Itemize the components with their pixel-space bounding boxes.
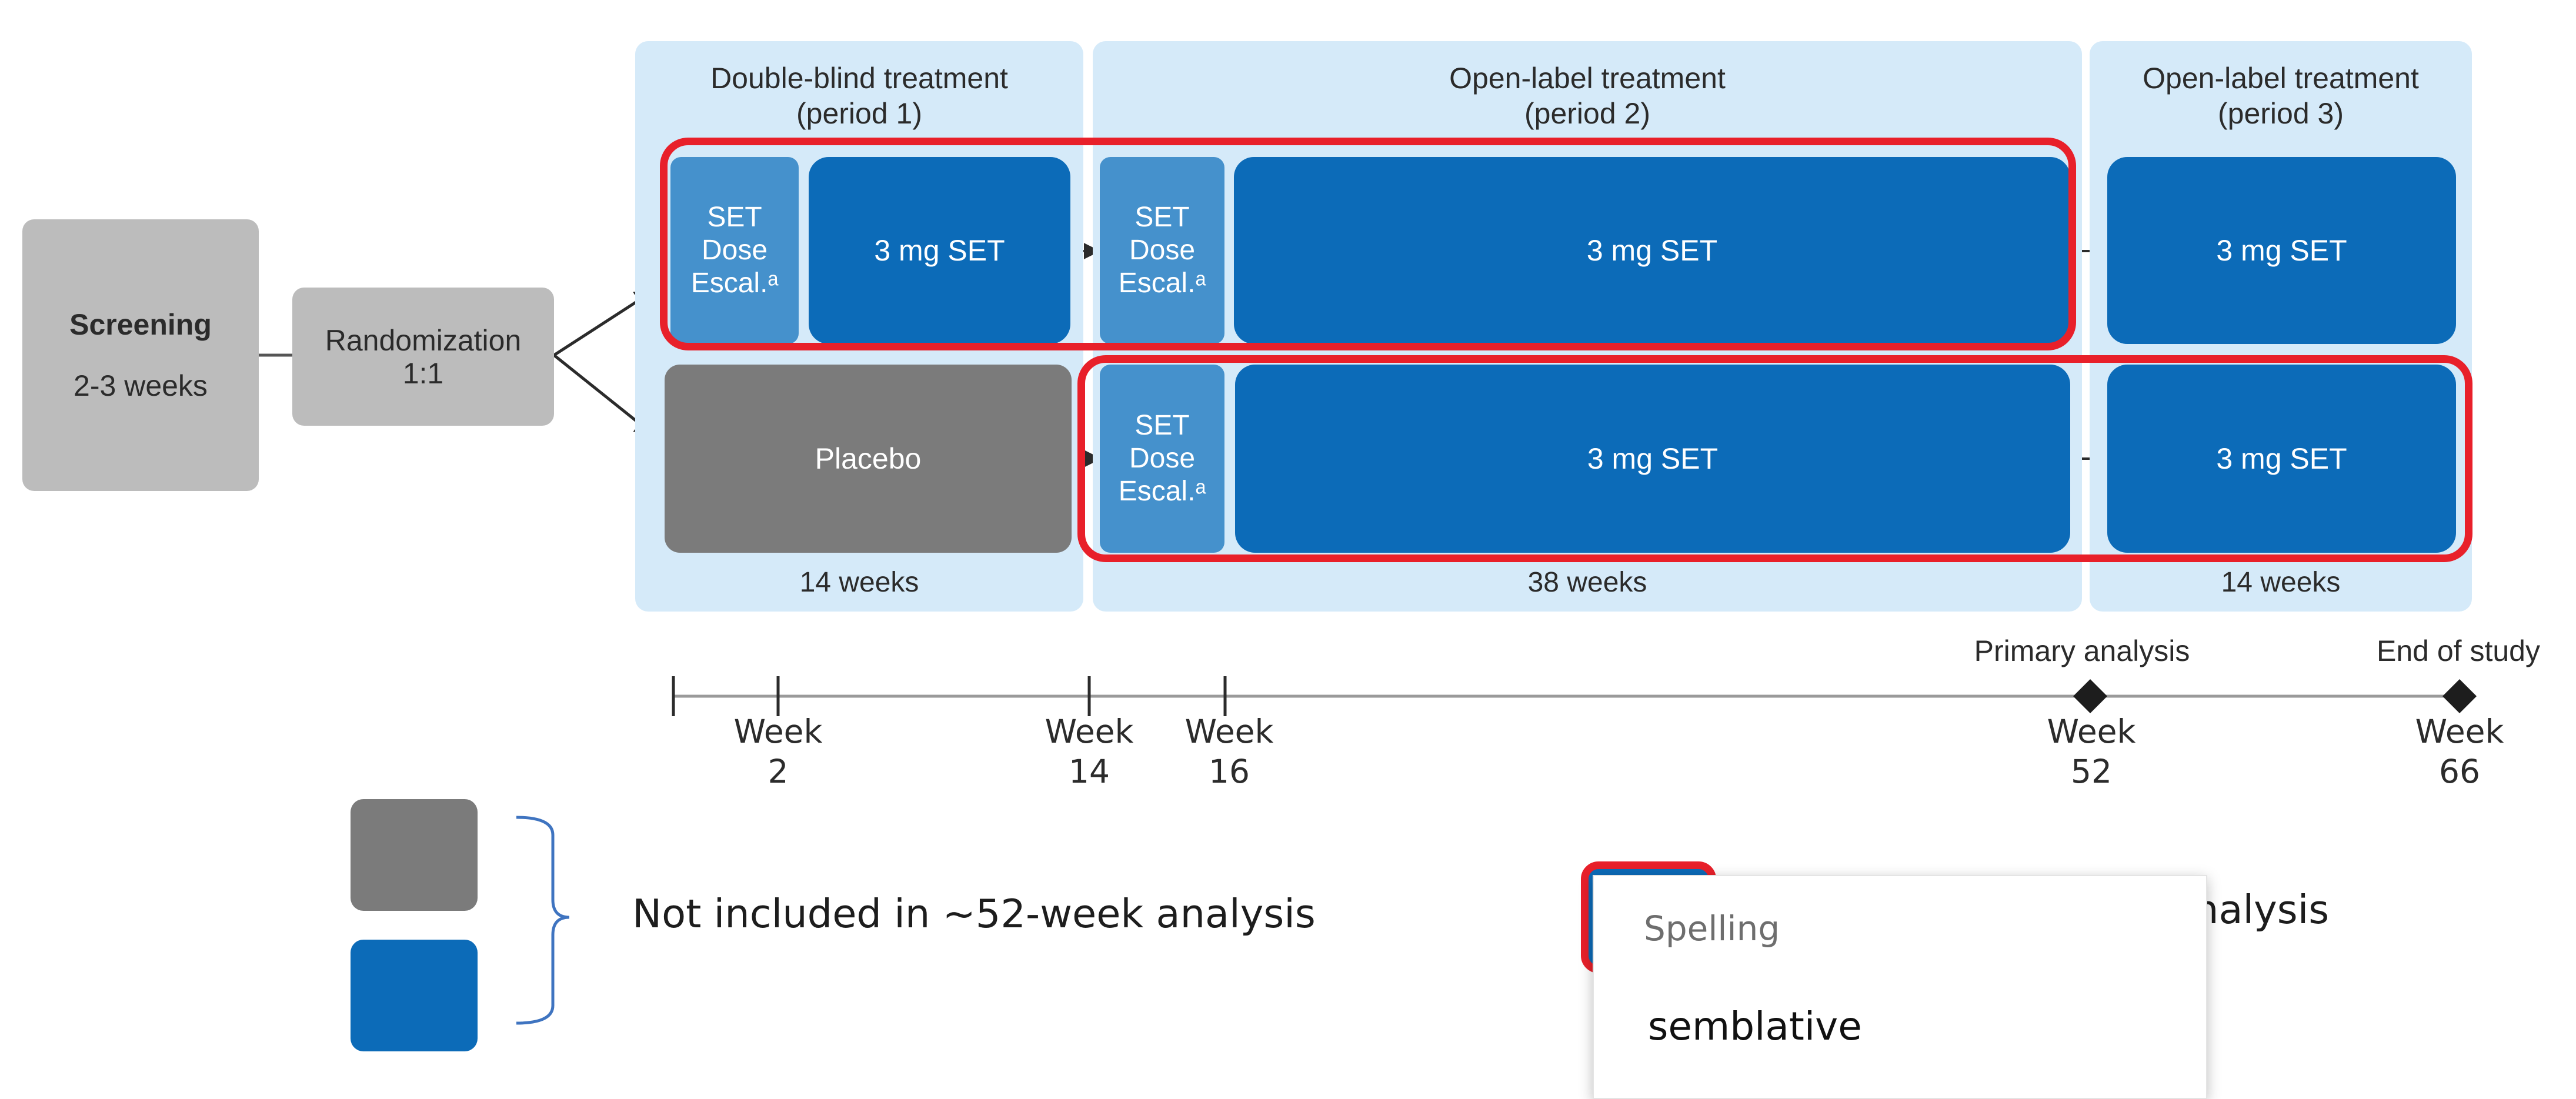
tick-week-number: 2 xyxy=(768,753,789,790)
period2-title: Open-label treatment (period 2) xyxy=(1093,58,2082,134)
period1-title: Double-blind treatment (period 1) xyxy=(635,58,1083,134)
legend-not-included-text: Not included in ~52-week analysis xyxy=(632,891,1316,937)
legend-included-text-fragment: nalysis xyxy=(2194,887,2330,933)
arm1-dose-escalation-period2: SET Dose Escal.ᵃ xyxy=(1100,157,1224,344)
period1-title-line1: Double-blind treatment xyxy=(710,62,1008,95)
tick-week-number: 66 xyxy=(2439,753,2480,790)
arm2-period3-set: 3 mg SET xyxy=(2107,365,2456,553)
legend-blue-swatch xyxy=(351,940,478,1051)
arm2-analysis-highlight xyxy=(1077,355,2472,562)
tick-week14: Week 14 xyxy=(1007,711,1172,791)
period3-duration: 14 weeks xyxy=(2221,566,2341,598)
period3-title-line2: (period 3) xyxy=(2218,97,2344,130)
tick-week-number: 16 xyxy=(1209,753,1250,790)
spelling-popup-header: Spelling xyxy=(1644,908,1780,948)
randomization-label: Randomization xyxy=(325,323,522,357)
escal-line: SET xyxy=(1134,202,1190,233)
end-of-study-diamond xyxy=(2442,679,2477,713)
period2-duration: 38 weeks xyxy=(1527,566,1647,598)
arm1-period1-label: 3 mg SET xyxy=(874,234,1005,267)
arm2-period2-label: 3 mg SET xyxy=(1587,442,1719,475)
arm2-placebo: Placebo xyxy=(665,365,1072,553)
tick-week52: Week 52 xyxy=(2009,711,2174,791)
spelling-popup: Spelling semblative xyxy=(1593,875,2207,1099)
arm1-period2-set: 3 mg SET xyxy=(1234,157,2070,344)
period1-title-line2: (period 1) xyxy=(796,97,922,130)
escal-line: SET xyxy=(1134,410,1190,441)
randomization-box: Randomization 1:1 xyxy=(292,288,554,426)
escal-line: Escal.ᵃ xyxy=(690,268,779,299)
period3-title: Open-label treatment (period 3) xyxy=(2090,58,2472,134)
randomization-ratio: 1:1 xyxy=(402,356,444,390)
tick-week-word: Week xyxy=(1184,713,1274,750)
screening-box: Screening 2-3 weeks xyxy=(22,219,259,491)
tick-week-word: Week xyxy=(733,713,823,750)
escal-line: Dose xyxy=(1129,235,1196,266)
arm1-analysis-highlight xyxy=(660,138,2076,350)
arm1-period2-label: 3 mg SET xyxy=(1586,234,1718,267)
tick-week-word: Week xyxy=(2415,713,2504,750)
tick-week-number: 14 xyxy=(1069,753,1110,790)
arm2-period2-set: 3 mg SET xyxy=(1235,365,2070,553)
tick-week-number: 52 xyxy=(2071,753,2112,790)
escal-line: Dose xyxy=(701,235,768,266)
escal-line: SET xyxy=(707,202,762,233)
arm1-dose-escalation-period1: SET Dose Escal.ᵃ xyxy=(670,157,799,344)
arm1-period1-set: 3 mg SET xyxy=(809,157,1070,344)
arm2-period3-label: 3 mg SET xyxy=(2216,442,2347,475)
tick-week16: Week 16 xyxy=(1147,711,1312,791)
arm1-period3-set: 3 mg SET xyxy=(2107,157,2456,344)
spelling-suggestion-item[interactable]: semblative xyxy=(1594,988,2206,1064)
tick-week-word: Week xyxy=(2047,713,2136,750)
primary-analysis-label: Primary analysis xyxy=(1974,634,2190,667)
period3-title-line1: Open-label treatment xyxy=(2143,62,2419,95)
period2-title-line2: (period 2) xyxy=(1524,97,1650,130)
escal-line: Escal.ᵃ xyxy=(1118,268,1206,299)
spelling-suggestion-text: semblative xyxy=(1648,1003,1862,1049)
legend-brace xyxy=(516,816,570,1025)
screening-title: Screening xyxy=(69,308,212,341)
escal-line: Dose xyxy=(1129,443,1196,474)
legend-gray-swatch xyxy=(351,799,478,911)
tick-week2: Week 2 xyxy=(696,711,860,791)
end-of-study-label: End of study xyxy=(2377,634,2540,667)
tick-week-word: Week xyxy=(1045,713,1134,750)
escal-line: Escal.ᵃ xyxy=(1118,476,1206,507)
tick-week66: Week 66 xyxy=(2377,711,2542,791)
arm1-period3-label: 3 mg SET xyxy=(2216,234,2347,267)
placebo-label: Placebo xyxy=(815,442,922,475)
screening-duration: 2-3 weeks xyxy=(74,369,208,402)
period2-title-line1: Open-label treatment xyxy=(1449,62,1726,95)
arm2-dose-escalation-period2: SET Dose Escal.ᵃ xyxy=(1100,365,1224,553)
period1-duration: 14 weeks xyxy=(799,566,919,598)
primary-analysis-diamond xyxy=(2073,679,2107,713)
